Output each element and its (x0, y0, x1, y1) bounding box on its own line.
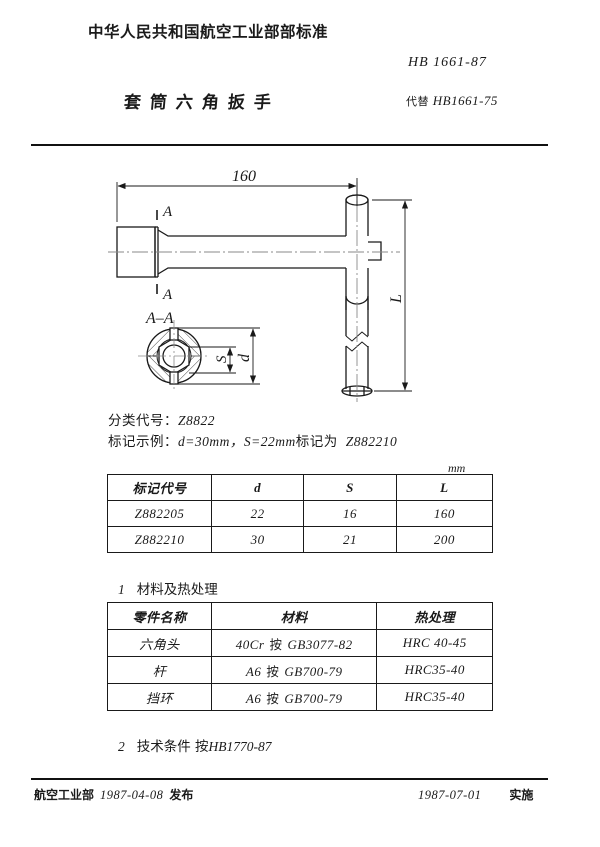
footer-divider-rule (31, 778, 548, 780)
tech-note-text: 技术条件 按 (136, 739, 209, 755)
dim-cell-d: 30 (210, 526, 305, 553)
mat-col-heat-treatment: 热处理 (376, 602, 493, 630)
material-std-prefix: 按 (266, 663, 280, 679)
marking-example-code: Z882210 (345, 434, 398, 449)
classification-label: 分类代号： (108, 413, 178, 429)
mat-col-material: 材料 (210, 602, 378, 630)
tech-note-standard: HB1770-87 (208, 739, 272, 754)
material-standard: GB700-79 (284, 663, 343, 679)
material-grade: A6 (245, 690, 262, 706)
mat-cell-heat-treatment: HRC35-40 (376, 683, 493, 711)
mat-cell-part-name: 杆 (107, 656, 212, 684)
footer-effective-action: 实施 (509, 788, 534, 802)
table-header-row: 零件名称 材料 热处理 (107, 602, 493, 630)
material-section-note: 1 材料及热处理 (118, 578, 218, 598)
header-divider-rule (31, 144, 548, 146)
section-mark-label-bottom: A (162, 287, 173, 303)
material-standard: GB700-79 (284, 690, 343, 706)
dim-label-overall-length: 160 (232, 168, 256, 185)
standard-code: HB 1661-87 (408, 55, 487, 70)
dim-cell-d: 22 (210, 500, 305, 527)
footer-issue-date: 1987-04-08 (100, 788, 164, 802)
dimension-table: 标记代号 d S L Z882205 22 16 160 Z882210 30 … (107, 474, 494, 553)
material-std-prefix: 按 (266, 690, 280, 706)
material-standard: GB3077-82 (287, 636, 353, 652)
mat-col-part-name: 零件名称 (107, 602, 212, 630)
dim-col-d: d (210, 474, 305, 501)
classification-value: Z8822 (178, 413, 216, 428)
dim-cell-s: 16 (303, 500, 397, 527)
table-row: Z882210 30 21 200 (107, 526, 494, 553)
dim-cell-l: 160 (395, 500, 494, 527)
table-header-row: 标记代号 d S L (107, 474, 494, 501)
technical-drawing: 160 A A A–A S d L (108, 168, 412, 402)
material-std-prefix: 按 (269, 636, 283, 652)
material-grade: A6 (245, 663, 262, 679)
dim-label-across-flats: S (214, 355, 230, 363)
technical-conditions-note: 2 技术条件 按HB1770-87 (118, 735, 272, 755)
dim-cell-s: 21 (303, 526, 397, 553)
material-note-text: 材料及热处理 (136, 582, 218, 598)
classification-note: 分类代号：Z8822 (108, 409, 215, 429)
dim-label-outer-dia: d (236, 353, 253, 362)
dim-cell-code: Z882205 (107, 500, 212, 527)
footer-issue-info: 航空工业部 1987-04-08 发布 (34, 786, 193, 803)
footer-effective-info: 1987-07-01 实施 (412, 786, 533, 803)
marking-example-note: 标记示例：d=30mm，S=22mm标记为 Z882210 (108, 430, 397, 450)
table-row: Z882205 22 16 160 (107, 500, 494, 527)
mat-cell-part-name: 六角头 (107, 629, 212, 657)
footer-effective-date: 1987-07-01 (418, 788, 482, 802)
footer-issue-action: 发布 (169, 788, 194, 802)
dim-cell-code: Z882210 (107, 526, 212, 553)
footer-issuer: 航空工业部 (34, 788, 95, 802)
dim-col-code: 标记代号 (107, 474, 212, 501)
marking-example-dims: d=30mm，S=22mm (178, 434, 296, 449)
marking-example-label: 标记示例： (108, 434, 178, 450)
replaces-label: 代替 (406, 95, 429, 108)
dim-col-l: L (395, 474, 494, 501)
section-mark-label-top: A (162, 204, 173, 220)
dim-cell-l: 200 (395, 526, 494, 553)
issuing-body-heading: 中华人民共和国航空工业部部标准 (88, 23, 329, 41)
tech-note-number: 2 (118, 739, 125, 754)
mat-cell-heat-treatment: HRC 40-45 (376, 629, 493, 657)
section-view-label: A–A (145, 310, 174, 327)
page-title: 套筒六角扳手 (122, 93, 281, 113)
marking-example-label-b: 标记为 (295, 434, 338, 450)
mat-cell-heat-treatment: HRC35-40 (376, 656, 493, 684)
dim-label-handle-length: L (388, 294, 405, 304)
unit-label-mm: mm (448, 461, 466, 475)
replaces-code: HB1661-75 (432, 93, 498, 108)
dim-col-s: S (303, 474, 397, 501)
replaces-note: 代替 HB1661-75 (406, 93, 498, 109)
material-note-number: 1 (118, 582, 125, 597)
mat-cell-part-name: 挡环 (107, 683, 212, 711)
material-grade: 40Cr (235, 636, 265, 652)
